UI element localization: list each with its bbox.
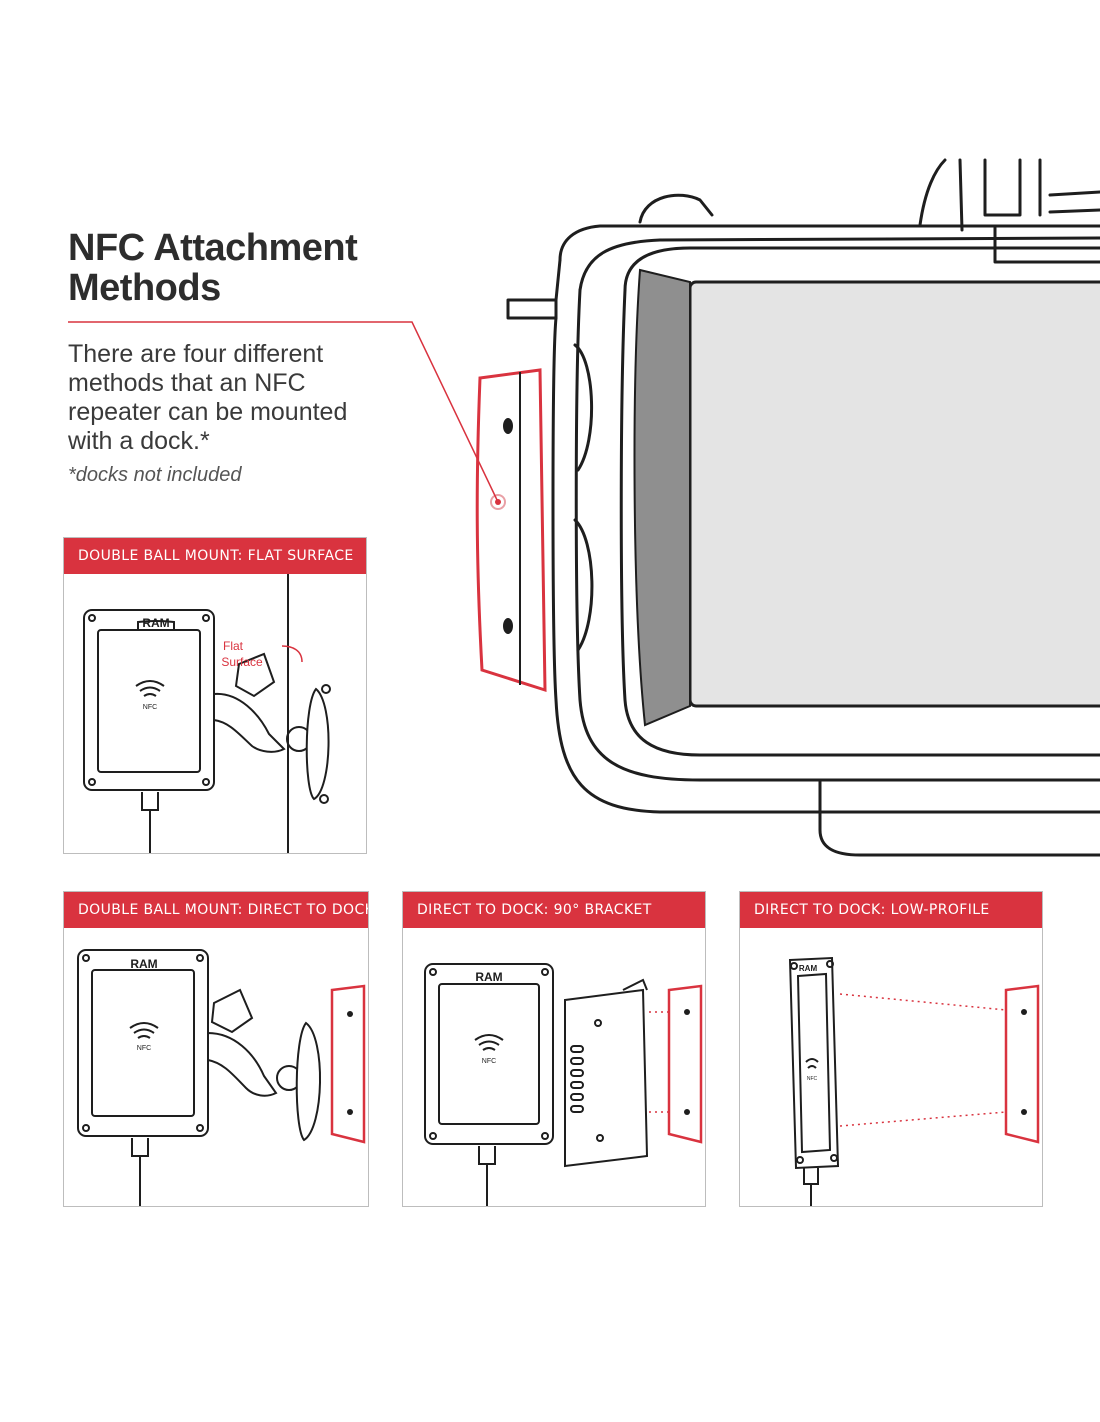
nfc-label: NFC (143, 704, 157, 711)
annotation-flat: Flat (223, 639, 244, 653)
nfc-label: NFC (137, 1045, 151, 1052)
panel-low-profile: DIRECT TO DOCK: LOW-PROFILE RAM NFC (739, 891, 1043, 1207)
tablet-dock-illustration (68, 158, 1100, 857)
ram-logo: RAM (142, 616, 169, 630)
nfc-label: NFC (482, 1058, 496, 1065)
panel-header: DOUBLE BALL MOUNT: DIRECT TO DOCK (64, 892, 368, 928)
bracket-illustration: RAM NFC (424, 963, 703, 1206)
panel-90-bracket: DIRECT TO DOCK: 90° BRACKET RAM NFC (402, 891, 706, 1207)
annotation-surface: Surface (221, 655, 263, 669)
ram-logo: RAM (475, 970, 502, 984)
nfc-repeater-red (475, 368, 547, 693)
low-profile-illustration: RAM NFC (788, 956, 1040, 1206)
panel-direct-to-dock: DOUBLE BALL MOUNT: DIRECT TO DOCK RAM NF… (63, 891, 369, 1207)
panel-header: DIRECT TO DOCK: 90° BRACKET (403, 892, 705, 928)
panel-header: DOUBLE BALL MOUNT: FLAT SURFACE (64, 538, 366, 574)
flat-surface-illustration: Flat Surface RAM NFC (83, 574, 331, 853)
nfc-label: NFC (807, 1076, 818, 1082)
direct-to-dock-illustration: RAM NFC (77, 949, 366, 1206)
ram-logo: RAM (130, 957, 157, 971)
page-title: NFC Attachment Methods (68, 227, 358, 309)
footnote: *docks not included (68, 464, 242, 486)
intro-text: There are four different methods that an… (68, 340, 348, 455)
ram-logo: RAM (799, 964, 818, 973)
panel-header: DIRECT TO DOCK: LOW-PROFILE (740, 892, 1042, 928)
panel-flat-surface: DOUBLE BALL MOUNT: FLAT SURFACE Flat Sur… (63, 537, 367, 854)
